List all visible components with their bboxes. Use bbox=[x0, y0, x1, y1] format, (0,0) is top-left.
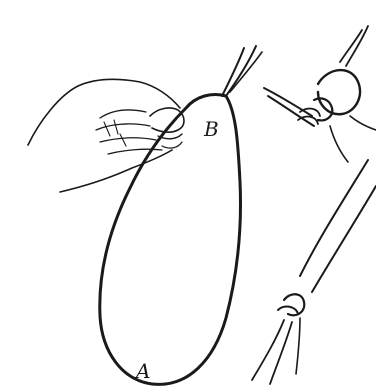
label-point-b: B bbox=[203, 117, 219, 141]
knot-detail-upper bbox=[264, 26, 376, 162]
label-point-a: A bbox=[134, 359, 150, 383]
knot-detail-lower bbox=[252, 160, 376, 384]
rope-loop bbox=[100, 46, 262, 384]
